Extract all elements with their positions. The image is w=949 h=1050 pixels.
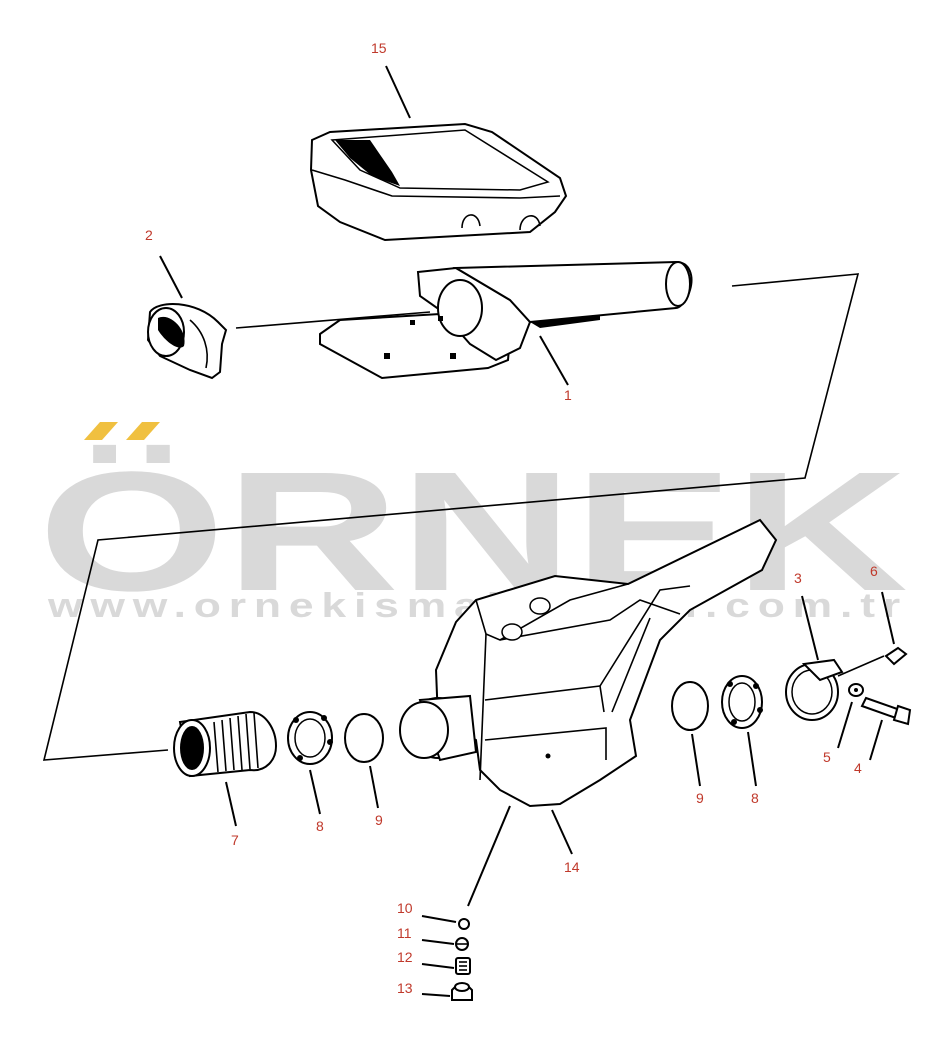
part-1-air-cleaner [319,260,693,380]
callout-8-right: 8 [751,790,759,806]
callout-15: 15 [371,40,387,56]
part-15-cover [309,122,568,242]
watermark-accent-left [84,422,118,440]
callout-3: 3 [794,570,802,586]
part-2-elbow [146,303,228,380]
part-14-intake-housing [399,518,778,808]
part-9-seal-left [344,713,384,763]
part-4-bolt [860,696,912,726]
part-8-clamp-right [721,675,763,729]
callout-13: 13 [397,980,413,996]
part-10-ball [458,918,470,930]
callout-4: 4 [854,760,862,776]
callout-1: 1 [564,387,572,403]
part-12-insert [455,957,471,975]
callout-6: 6 [870,563,878,579]
callout-11: 11 [397,925,412,941]
callouts: 15 2 1 3 6 5 4 7 8 9 14 9 8 10 11 12 13 [145,40,878,996]
part-6-screw [884,646,908,666]
part-13-plug [451,982,473,1001]
callout-5: 5 [823,749,831,765]
part-11-spring [455,937,469,951]
callout-8-left: 8 [316,818,324,834]
part-9-seal-right [671,681,709,731]
leader-lines [159,65,895,997]
part-5-washer [848,683,864,697]
callout-2: 2 [145,227,153,243]
callout-10: 10 [397,900,413,916]
part-7-hose [173,710,278,778]
watermark-accent-right [126,422,160,440]
part-8-clamp-left [287,711,333,765]
watermark: ÖRNEK www.ornekismakinalari.com.tr [38,422,908,627]
callout-9-right: 9 [696,790,704,806]
callout-7: 7 [231,832,239,848]
callout-9-left: 9 [375,812,383,828]
assembly-lines [42,273,860,761]
callout-14: 14 [564,859,580,875]
part-3-band-clamp [785,655,885,721]
callout-12: 12 [397,949,413,965]
